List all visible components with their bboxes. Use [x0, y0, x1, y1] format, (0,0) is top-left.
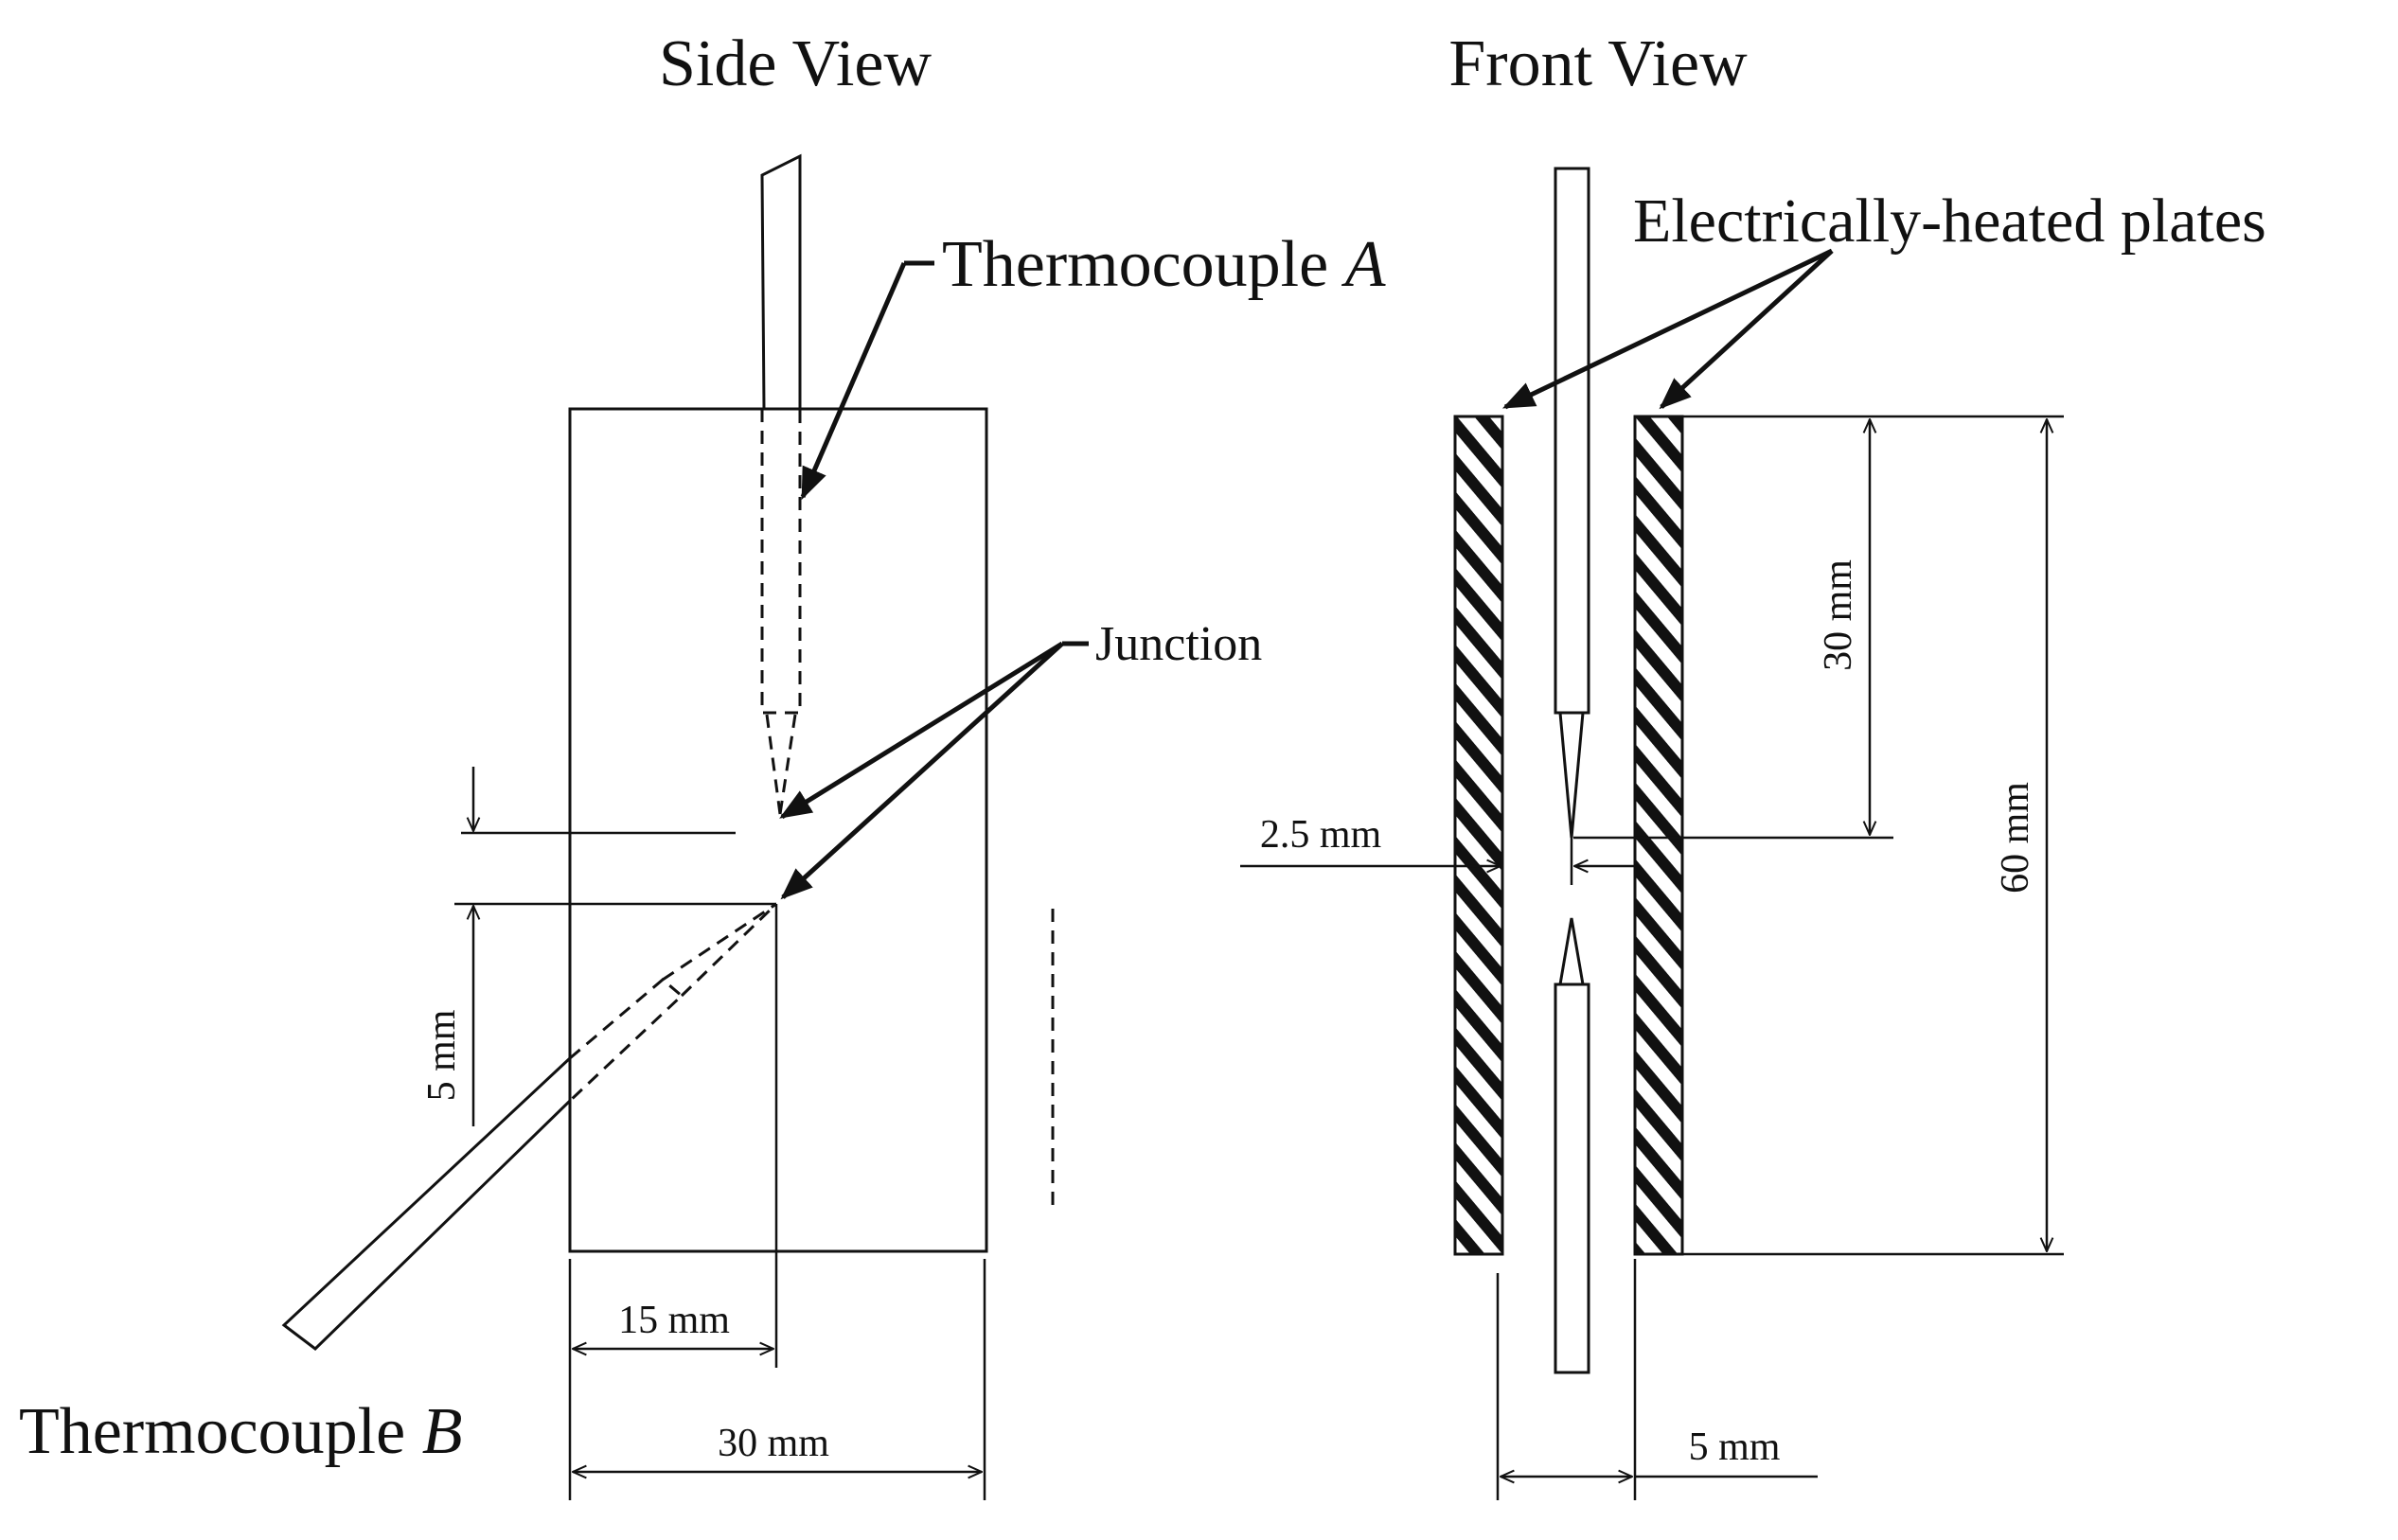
- front-probe-upper: [1554, 167, 1590, 839]
- side-view-title: Side View: [659, 27, 933, 100]
- dim-15mm-label: 15 mm: [618, 1299, 730, 1342]
- dim-5mm-front: 5 mm: [1496, 1259, 1818, 1500]
- dim-5mm-side: 5 mm: [420, 767, 776, 1126]
- dim-5mm-front-label: 5 mm: [1689, 1425, 1781, 1469]
- front-view: Front View 30 mm 60 mm: [1240, 27, 2266, 1500]
- thermocouple-a-probe: [760, 153, 802, 815]
- dim-30mm-side-label: 30 mm: [718, 1422, 829, 1465]
- heated-plates-label: Electrically-heated plates: [1633, 186, 2266, 256]
- dim-30mm-side: 30 mm: [573, 1259, 986, 1500]
- side-view: Side View 5 mm: [19, 27, 1386, 1500]
- dim-60mm-front: 60 mm: [1682, 419, 2064, 1256]
- thermocouple-a-callout: Thermocouple A: [800, 228, 1386, 501]
- dim-2-5mm-label: 2.5 mm: [1260, 813, 1382, 857]
- dim-30mm-front: 30 mm: [1573, 415, 2064, 840]
- front-probe-lower: [1554, 917, 1590, 1374]
- junction-label: Junction: [1095, 617, 1262, 671]
- heated-plate-right: [1633, 415, 1684, 1256]
- thermocouple-b-probe: [281, 902, 778, 1351]
- junction-callout: Junction: [779, 617, 1262, 900]
- dim-5mm-label: 5 mm: [420, 1009, 464, 1101]
- dim-60mm-front-label: 60 mm: [1994, 782, 2037, 894]
- dim-2-5mm-front: 2.5 mm: [1240, 813, 1635, 885]
- dim-15mm-side: 15 mm: [568, 1259, 773, 1500]
- thermocouple-a-label: Thermocouple A: [942, 228, 1386, 301]
- specimen-block: [568, 407, 988, 1253]
- thermocouple-b-label: Thermocouple B: [19, 1395, 462, 1468]
- heated-plate-left: [1453, 415, 1504, 1256]
- front-view-title: Front View: [1448, 27, 1748, 100]
- dim-30mm-front-label: 30 mm: [1817, 559, 1860, 671]
- heated-plates-callout: Electrically-heated plates: [1501, 186, 2266, 410]
